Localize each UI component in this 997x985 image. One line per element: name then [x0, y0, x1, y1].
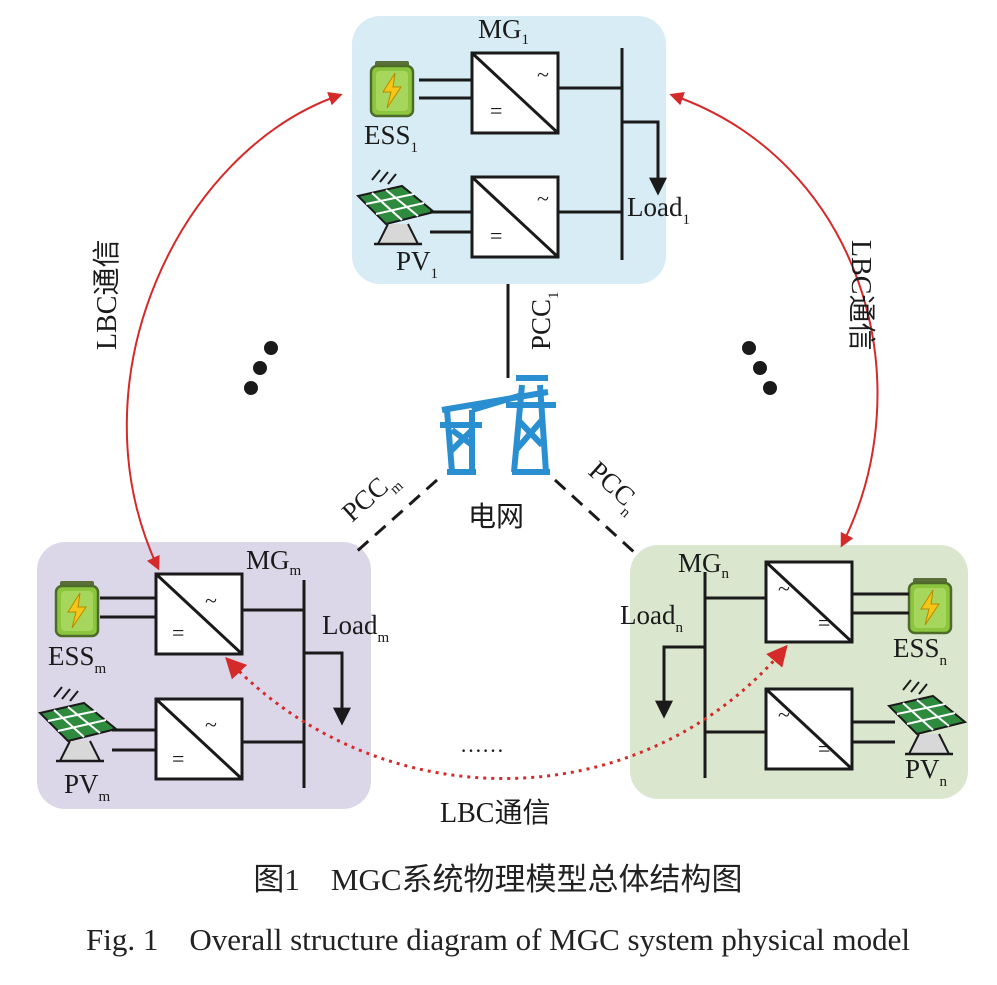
converter-ess — [154, 572, 244, 656]
mgm-pv-label: PVm — [64, 769, 111, 805]
lbc-link-right — [669, 92, 879, 548]
mgn-pv-label: PVn — [905, 754, 948, 790]
ac-symbol: ~ — [778, 702, 790, 727]
mgn: ~ = ~ = MGn ESSn PVn Loadn — [620, 548, 967, 790]
ac-symbol: ~ — [537, 62, 549, 87]
mgn-load-label: Loadn — [620, 600, 683, 636]
ac-symbol: ~ — [205, 588, 217, 613]
battery-icon — [54, 579, 100, 638]
mgn-ess-label: ESSn — [893, 633, 948, 669]
lbc-label-left: LBC通信 — [91, 240, 123, 350]
load-arrow — [622, 120, 667, 196]
ac-symbol: ~ — [537, 186, 549, 211]
caption-chinese: 图1 MGC系统物理模型总体结构图 — [253, 862, 742, 897]
mgn-name: MGn — [678, 548, 730, 582]
mg1-ess-label: ESS1 — [364, 120, 418, 156]
mgm-load-label: Loadm — [322, 610, 389, 646]
lbc-label-right: LBC通信 — [845, 240, 877, 350]
mg1-pv-label: PV1 — [396, 246, 438, 282]
lbc-link-left — [125, 92, 343, 571]
dc-symbol: = — [818, 610, 830, 635]
battery-icon — [369, 59, 415, 118]
dc-symbol: = — [172, 620, 184, 645]
mg1-name: MG1 — [478, 14, 529, 48]
pccn-line — [553, 478, 637, 555]
converter-pv — [764, 687, 854, 771]
dc-symbol: = — [172, 746, 184, 771]
power-tower-icon — [440, 375, 556, 475]
ellipsis-bottom: …… — [460, 732, 504, 757]
dc-symbol: = — [490, 223, 502, 248]
mgn-panel — [630, 545, 968, 799]
mgm-ess-label: ESSm — [48, 641, 107, 677]
pccm-label: PCCm — [336, 463, 407, 532]
mg1-panel — [352, 16, 666, 284]
pcc1-label: PCC1 — [526, 291, 562, 350]
mg1: ~ = ~ = MG1 ESS1 PV1 Load1 — [356, 14, 690, 282]
caption-english: Fig. 1 Overall structure diagram of MGC … — [86, 922, 910, 957]
ellipsis-left — [244, 341, 278, 395]
ellipsis-right — [742, 341, 777, 395]
dc-symbol: = — [818, 736, 830, 761]
pccm-line — [354, 478, 438, 555]
lbc-link-bottom — [225, 644, 788, 780]
battery-icon — [907, 576, 953, 635]
dc-symbol: = — [490, 98, 502, 123]
ac-symbol: ~ — [205, 712, 217, 737]
grid-label: 电网 — [468, 501, 524, 533]
ac-symbol: ~ — [778, 576, 790, 601]
lbc-label-bottom: LBC通信 — [440, 797, 550, 829]
converter-pv — [154, 697, 244, 781]
converter-ess — [764, 560, 854, 644]
